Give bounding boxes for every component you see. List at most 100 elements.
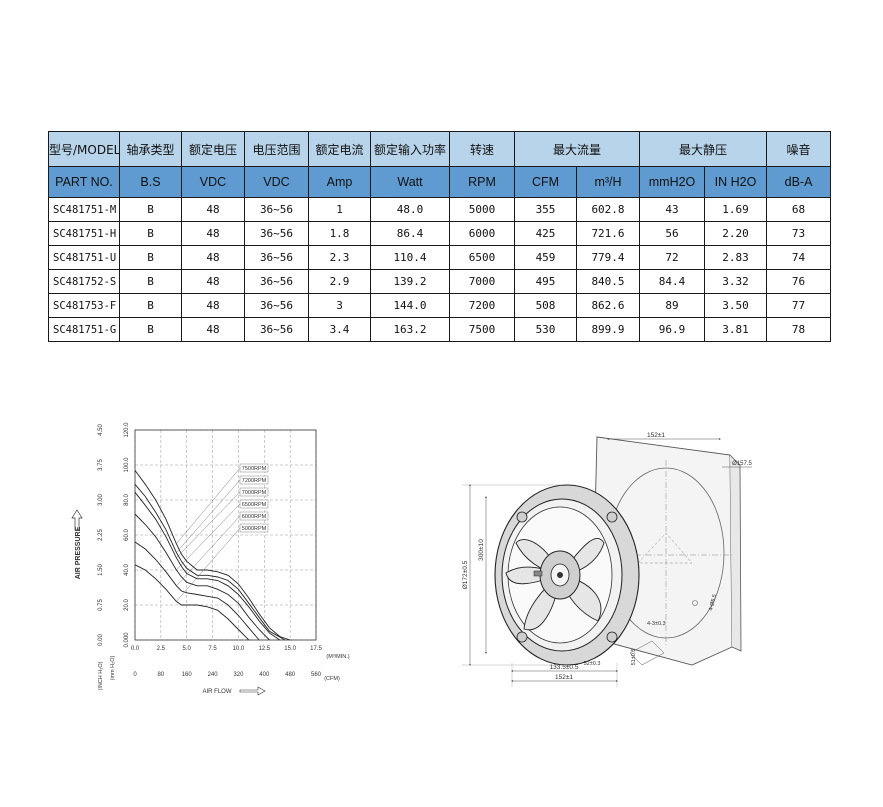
y-tick-label-mmh2o: 0.000 — [124, 632, 130, 648]
x-tick-label-cfm: 560 — [311, 672, 322, 678]
y-unit-mmh2o: (mm H₂O) — [110, 655, 116, 680]
table-cell: B — [119, 293, 182, 318]
chart-series: 7500RPM7200RPM7000RPM6500RPM6000RPM5000R… — [134, 463, 291, 641]
x-unit-m3min: (M³/MIN.) — [326, 654, 349, 660]
table-cell: B — [119, 317, 182, 342]
table-cell: 48 — [181, 197, 245, 222]
header-cn-cell: 转速 — [449, 131, 515, 167]
table-cell: 36~56 — [244, 269, 309, 294]
x-tick-label-cfm: 480 — [285, 672, 296, 678]
table-cell: 1 — [308, 197, 371, 222]
fan-dimension-drawing: 152±1 Ø157.5 4-Ø5.5 300±10 Ø172±0.5 4-3±… — [462, 432, 753, 687]
dim-height-vertical: 300±10 — [478, 539, 485, 561]
table-cell: 3 — [308, 293, 371, 318]
series-label: 6000RPM — [242, 514, 267, 520]
header-cn-cell: 型号/MODEL — [48, 131, 120, 167]
table-cell: B — [119, 221, 182, 246]
header-cn-cell: 额定电压 — [181, 131, 245, 167]
y-tick-label-mmh2o: 20.0 — [124, 599, 130, 611]
header-en-cell: Amp — [308, 166, 371, 198]
table-cell: SC481751-M — [48, 197, 120, 222]
y-tick-label-mmh2o: 80.0 — [124, 494, 130, 506]
table-cell: 355 — [514, 197, 577, 222]
header-cn-cell: 电压范围 — [244, 131, 309, 167]
table-cell: 36~56 — [244, 197, 309, 222]
table-cell: 48 — [181, 293, 245, 318]
x-tick-label-m3min: 15.0 — [284, 646, 296, 652]
y-tick-label-mmh2o: 60.0 — [124, 529, 130, 541]
table-cell: 68 — [766, 197, 832, 222]
table-cell: 76 — [766, 269, 832, 294]
table-cell: 3.81 — [704, 317, 768, 342]
plot-frame — [134, 429, 317, 641]
table-cell: B — [119, 269, 182, 294]
series-line-7200rpm — [134, 484, 286, 641]
table-cell: 96.9 — [639, 317, 706, 342]
table-cell: 78 — [766, 317, 832, 342]
table-cell: 48 — [181, 269, 245, 294]
header-en-cell: RPM — [449, 166, 515, 198]
x-tick-label-m3min: 0.0 — [131, 646, 140, 652]
series-label: 7000RPM — [242, 490, 267, 496]
series-line-6000rpm — [134, 541, 260, 641]
table-cell: 602.8 — [575, 197, 641, 222]
x-tick-label-m3min: 10.0 — [233, 646, 245, 652]
y-tick-label-inh2o: 2.25 — [98, 529, 104, 541]
table-cell: 56 — [639, 221, 706, 246]
y-tick-label-inh2o: 3.75 — [98, 459, 104, 471]
x-tick-label-cfm: 320 — [233, 672, 244, 678]
series-label: 6500RPM — [242, 502, 267, 508]
table-cell: 3.32 — [704, 269, 768, 294]
table-cell: SC481751-G — [48, 317, 120, 342]
table-cell: SC481751-H — [48, 221, 120, 246]
dim-side: 4-3±0.3 — [647, 621, 666, 627]
table-cell: 862.6 — [575, 293, 641, 318]
table-cell: 36~56 — [244, 317, 309, 342]
table-cell: SC481753-F — [48, 293, 120, 318]
header-en-cell: dB-A — [766, 166, 832, 198]
performance-curve-chart: 7500RPM7200RPM7000RPM6500RPM6000RPM5000R… — [71, 422, 350, 696]
table-cell: 2.83 — [704, 245, 768, 270]
y-tick-label-mmh2o: 40.0 — [124, 564, 130, 576]
table-cell: 425 — [514, 221, 577, 246]
y-tick-label-mmh2o: 100.0 — [124, 457, 130, 473]
table-cell: 899.9 — [575, 317, 641, 342]
header-en-cell: PART NO. — [48, 166, 120, 198]
header-en-cell: mmH2O — [639, 166, 706, 198]
table-cell: 86.4 — [370, 221, 450, 246]
y-axis-title: AIR PRESSURE — [75, 526, 82, 579]
table-cell: 36~56 — [244, 221, 309, 246]
x-tick-label-m3min: 17.5 — [310, 646, 322, 652]
table-cell: 6000 — [449, 221, 515, 246]
table-cell: 1.69 — [704, 197, 768, 222]
x-tick-label-m3min: 5.0 — [183, 646, 192, 652]
series-label: 7500RPM — [242, 466, 267, 472]
table-cell: 139.2 — [370, 269, 450, 294]
series-leader-line — [176, 467, 241, 544]
y-tick-label-inh2o: 4.50 — [98, 424, 104, 436]
table-cell: 48 — [181, 221, 245, 246]
table-cell: B — [119, 197, 182, 222]
header-cn-cell: 最大流量 — [513, 131, 641, 167]
y-tick-label-inh2o: 1.50 — [98, 564, 104, 576]
table-cell: 144.0 — [370, 293, 450, 318]
table-cell: 2.3 — [308, 245, 371, 270]
series-leader-line — [176, 527, 241, 602]
dim-hole-label: 4-Ø5.5 — [708, 594, 718, 612]
table-cell: B — [119, 245, 182, 270]
table-cell: SC481751-U — [48, 245, 120, 270]
y-tick-label-inh2o: 3.00 — [98, 494, 104, 506]
table-cell: 48.0 — [370, 197, 450, 222]
series-leader-line — [176, 503, 241, 571]
x-axis-title: AIR FLOW — [202, 689, 231, 695]
series-line-5000rpm — [134, 564, 250, 641]
x-tick-label-m3min: 2.5 — [157, 646, 166, 652]
series-leader-line — [176, 491, 241, 558]
table-cell: 840.5 — [575, 269, 641, 294]
table-cell: 3.4 — [308, 317, 371, 342]
table-cell: 459 — [514, 245, 577, 270]
